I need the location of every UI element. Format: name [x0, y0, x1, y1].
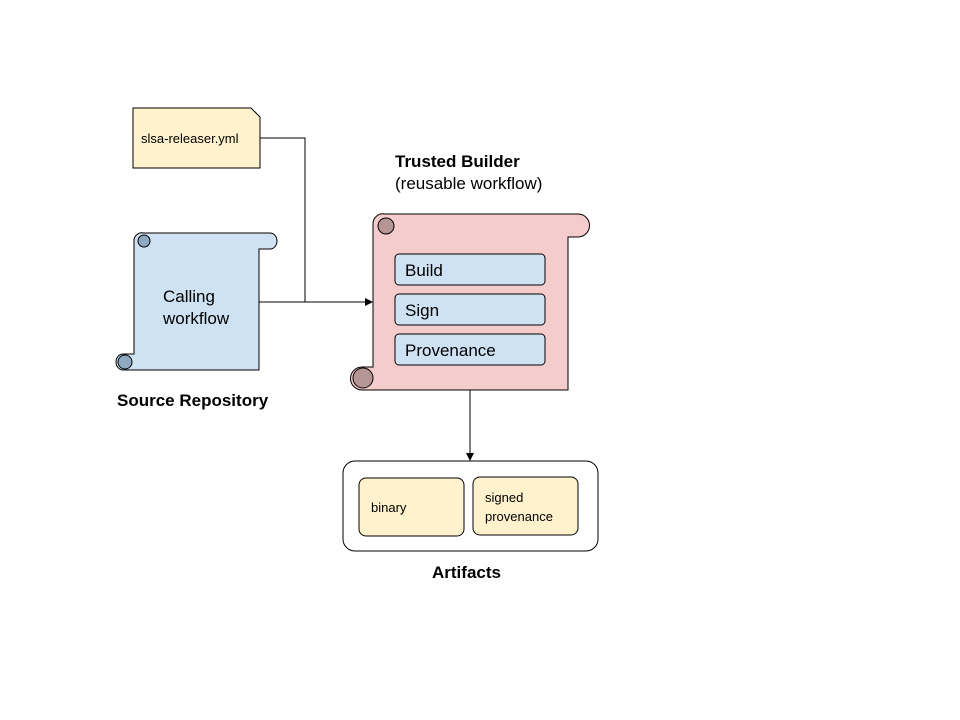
- trusted-builder-scroll[interactable]: Build Sign Provenance: [350, 213, 590, 391]
- connector-config-to-builder: [260, 137, 306, 302]
- config-file-shape: [132, 107, 261, 169]
- artifact-signed-provenance-line2: provenance: [485, 509, 553, 524]
- calling-workflow-line2: workflow: [162, 309, 230, 328]
- config-file-node[interactable]: slsa-releaser.yml: [132, 107, 261, 169]
- step-build[interactable]: Build: [394, 253, 546, 286]
- artifact-signed-provenance[interactable]: signed provenance: [472, 476, 579, 536]
- scroll-curl-bottom-icon: [117, 354, 133, 370]
- step-provenance[interactable]: Provenance: [394, 333, 546, 366]
- trusted-builder-title: Trusted Builder: [395, 152, 520, 171]
- trusted-builder-subtitle: (reusable workflow): [395, 174, 542, 193]
- step-build-label: Build: [405, 261, 443, 280]
- step-sign[interactable]: Sign: [394, 293, 546, 326]
- artifacts-label: Artifacts: [432, 563, 501, 582]
- calling-workflow-shape: [115, 232, 278, 371]
- artifact-signed-provenance-line1: signed: [485, 490, 523, 505]
- step-provenance-label: Provenance: [405, 341, 496, 360]
- step-sign-label: Sign: [405, 301, 439, 320]
- artifact-binary-label: binary: [371, 500, 407, 515]
- calling-workflow-line1: Calling: [163, 287, 215, 306]
- builder-curl-bottom-icon: [352, 367, 374, 389]
- calling-workflow-scroll[interactable]: Calling workflow: [115, 232, 278, 371]
- config-file-label: slsa-releaser.yml: [141, 131, 239, 146]
- artifact-binary[interactable]: binary: [358, 477, 465, 537]
- source-repository-label: Source Repository: [117, 391, 269, 410]
- builder-curl-top-icon: [377, 217, 395, 235]
- scroll-curl-top-icon: [137, 234, 151, 248]
- artifacts-container[interactable]: binary signed provenance: [342, 460, 599, 552]
